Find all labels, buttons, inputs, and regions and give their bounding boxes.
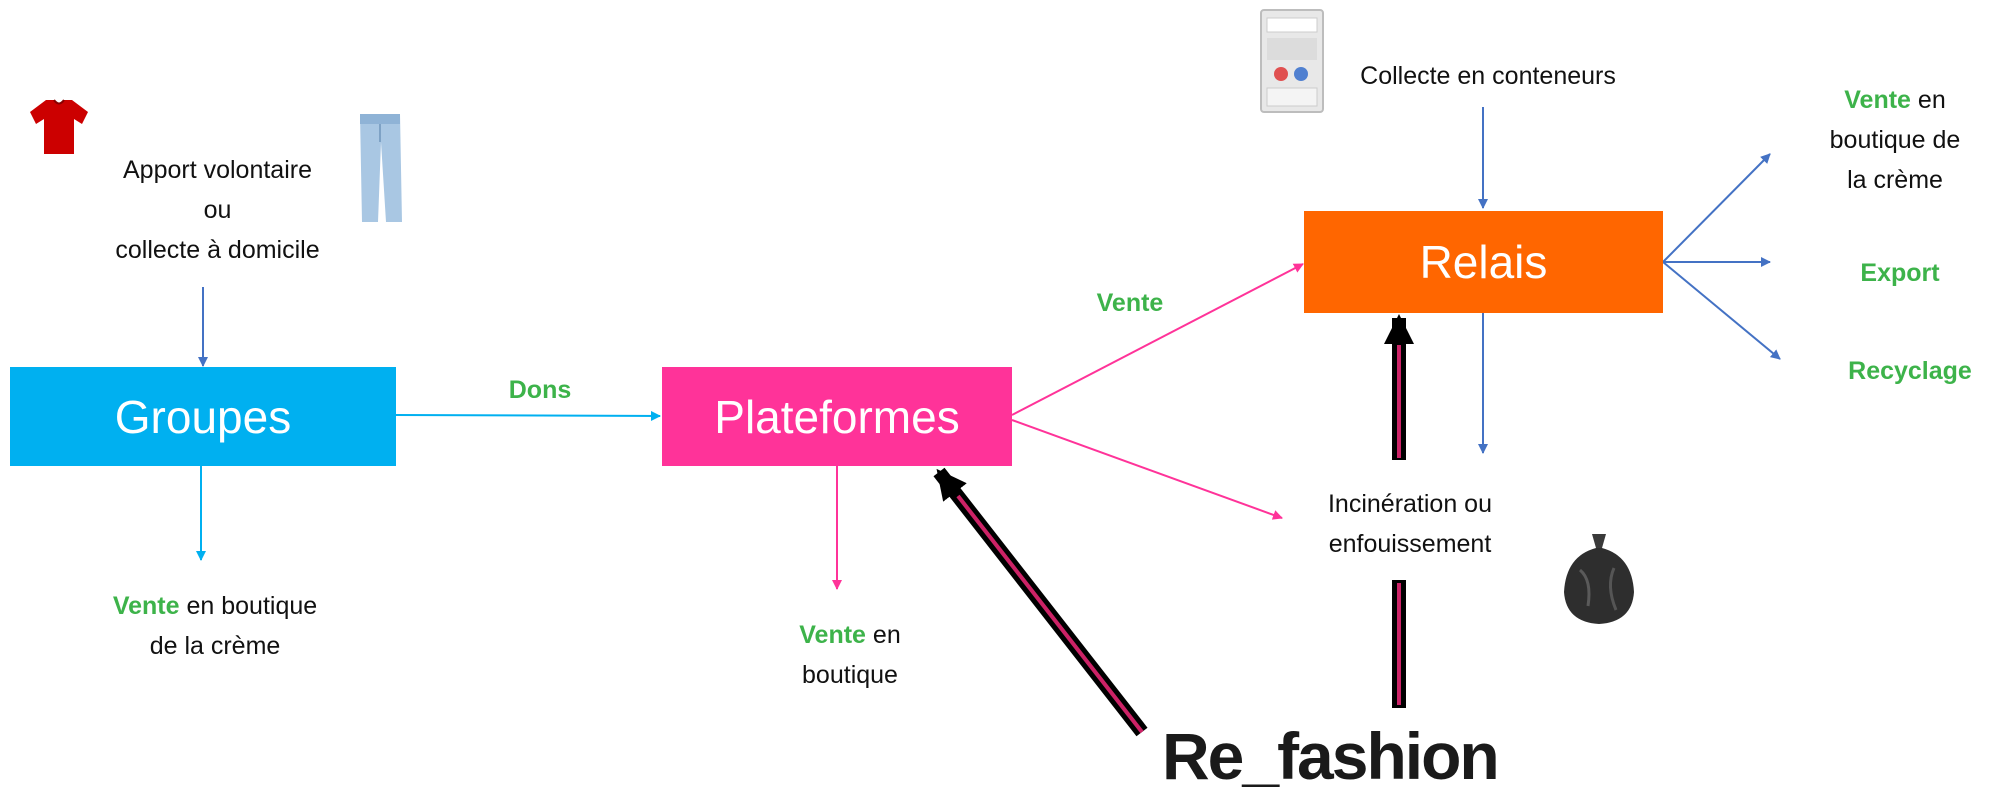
jeans-icon bbox=[360, 114, 402, 222]
label-plateformes-output-rest: en bbox=[865, 621, 901, 649]
label-relais-vente-line1: Vente en bbox=[1810, 80, 1980, 120]
label-plateformes-vente: Vente bbox=[799, 621, 866, 649]
label-groupes-vente: Vente bbox=[112, 592, 180, 620]
label-apport-line2: ou bbox=[203, 196, 232, 224]
label-relais-vente-rest: en bbox=[1910, 86, 1946, 114]
arrow-plateformes-to-relais bbox=[1011, 263, 1304, 416]
label-apport: Apport volontaire ou collecte à domicile bbox=[80, 150, 355, 270]
node-groupes-label: Groupes bbox=[114, 390, 292, 443]
arrow-groupes-to-plateformes bbox=[395, 410, 661, 421]
container-icon bbox=[1260, 9, 1324, 113]
label-collecte-conteneurs: Collecte en conteneurs bbox=[1360, 62, 1616, 90]
label-groupes-output-rest: en boutique bbox=[179, 592, 318, 620]
label-recyclage: Recyclage bbox=[1848, 357, 1972, 385]
label-relais-vente-line2: boutique de bbox=[1829, 126, 1961, 154]
node-plateformes-label: Plateformes bbox=[714, 390, 960, 443]
label-plateformes-output-line1: Vente en bbox=[750, 615, 950, 655]
node-plateformes: Plateformes bbox=[662, 367, 1012, 466]
label-incineration-line1: Incinération ou bbox=[1327, 490, 1492, 518]
label-apport-line1: Apport volontaire bbox=[122, 156, 312, 184]
label-apport-line3: collecte à domicile bbox=[115, 236, 320, 264]
label-plateformes-output-line2: boutique bbox=[802, 661, 898, 689]
label-dons: Dons bbox=[508, 376, 572, 404]
label-incineration: Incinération ou enfouissement bbox=[1300, 484, 1520, 564]
label-groupes-output: Vente en boutique de la crème bbox=[60, 586, 370, 666]
tshirt-icon bbox=[30, 99, 88, 154]
arrow-relais-to-recyclage bbox=[1662, 261, 1781, 360]
node-relais-label: Relais bbox=[1419, 236, 1548, 288]
label-export: Export bbox=[1860, 259, 1940, 287]
arrow-plateformes-to-incineration bbox=[1011, 419, 1283, 520]
label-relais-vente-green: Vente bbox=[1844, 86, 1911, 114]
label-groupes-output-line1: Vente en boutique bbox=[60, 586, 370, 626]
arrow-relais-to-vente bbox=[1662, 153, 1771, 263]
label-relais-vente-line3: la crème bbox=[1847, 166, 1943, 194]
label-relais-vente: Vente en boutique de la crème bbox=[1810, 80, 1980, 200]
label-vente-relais: Vente bbox=[1096, 289, 1164, 317]
node-relais: Relais bbox=[1304, 211, 1663, 313]
refashion-logo: Re_fashion bbox=[1162, 719, 1500, 793]
label-incineration-line2: enfouissement bbox=[1328, 530, 1492, 558]
label-groupes-output-line2: de la crème bbox=[149, 632, 281, 660]
node-groupes: Groupes bbox=[10, 367, 396, 466]
label-plateformes-output: Vente en boutique bbox=[750, 615, 950, 695]
trash-bag-icon bbox=[1564, 534, 1634, 624]
